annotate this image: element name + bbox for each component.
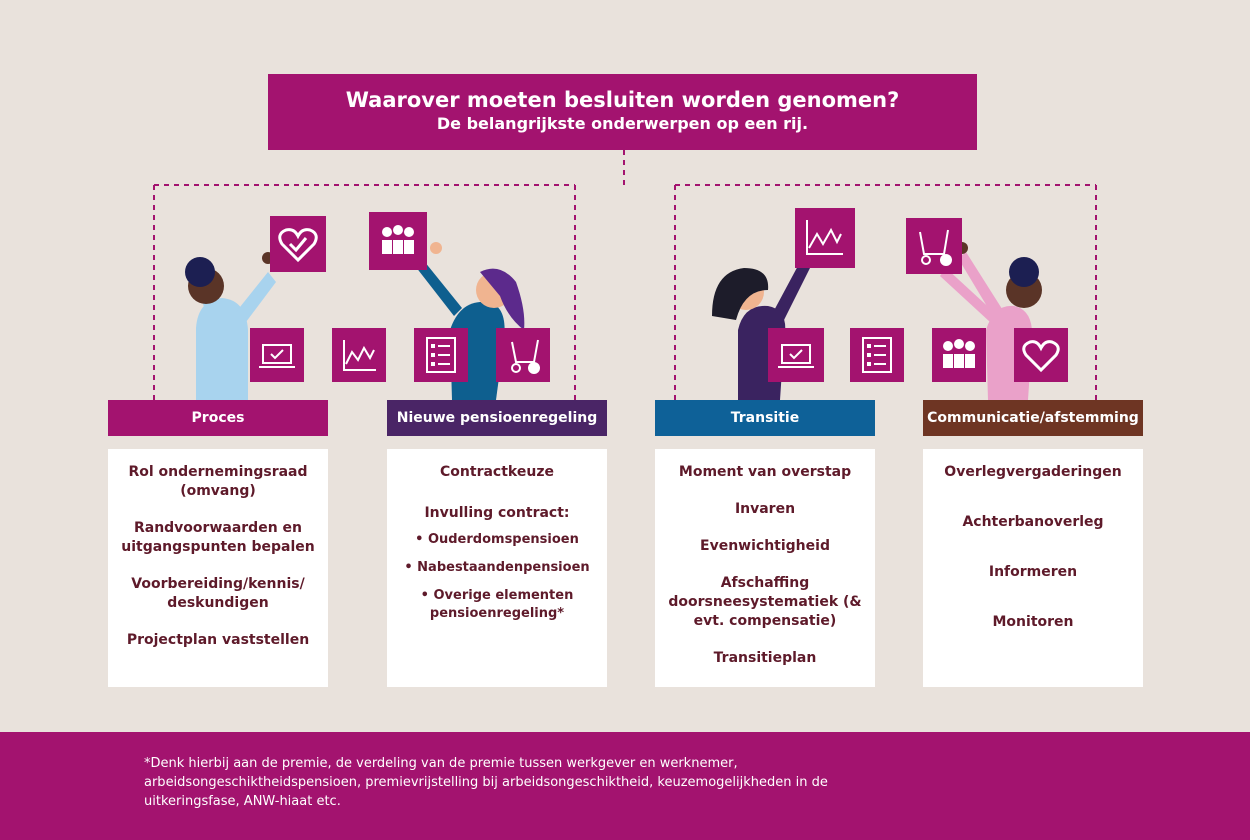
column-body-proces: Rol ondernemingsraad (omvang) Randvoorwa…: [108, 449, 328, 687]
list-item: Randvoorwaarden en uitgangspunten bepale…: [121, 520, 315, 555]
list-item: Achterbanoverleg: [962, 514, 1104, 530]
list-item: Projectplan vaststellen: [126, 632, 310, 648]
checklist-icon: [414, 328, 468, 382]
list-item: Contractkeuze: [440, 464, 554, 480]
group-icon: [932, 328, 986, 382]
list-item: Informeren: [988, 564, 1078, 580]
list-item: Voorbereiding/kennis/ deskundigen: [131, 576, 305, 611]
list-item: Overlegvergaderingen: [944, 464, 1122, 480]
list-item: Invulling contract:: [424, 505, 570, 521]
list-item: Transitieplan: [713, 650, 817, 666]
column-header-proces: Proces: [108, 400, 328, 436]
bullet-item: • Nabestaandenpensioen: [404, 560, 590, 575]
line-chart-icon: [332, 328, 386, 382]
list-item: Evenwichtigheid: [700, 538, 830, 554]
list-item: Moment van overstap: [678, 464, 852, 480]
title-banner: Waarover moeten besluiten worden genomen…: [268, 74, 977, 150]
column-body-nieuwe-pensioenregeling: Contractkeuze Invulling contract: • Oude…: [387, 449, 607, 687]
page-subtitle: De belangrijkste onderwerpen op een rij.: [436, 114, 809, 133]
page-title: Waarover moeten besluiten worden genomen…: [345, 88, 900, 112]
wheelchair-icon: [906, 218, 962, 274]
column-body-transitie: Moment van overstap Invaren Evenwichtigh…: [655, 449, 875, 687]
heart-icon: [270, 216, 326, 272]
column-header-transitie: Transitie: [655, 400, 875, 436]
column-header-nieuwe-pensioenregeling: Nieuwe pensioenregeling: [387, 400, 607, 436]
list-item: Invaren: [734, 501, 796, 517]
list-item: Rol ondernemingsraad (omvang): [128, 464, 308, 499]
list-item: Monitoren: [992, 614, 1074, 630]
column-header-communicatie: Communicatie/afstemming: [923, 400, 1143, 436]
footnote: *Denk hierbij aan de premie, de verdelin…: [144, 756, 828, 809]
footer-banner: *Denk hierbij aan de premie, de verdelin…: [0, 732, 1250, 840]
laptop-icon: [768, 328, 824, 382]
heart-icon: [1014, 328, 1068, 382]
bullet-item: • Overige elementen pensioenregeling*: [420, 588, 574, 621]
laptop-icon: [250, 328, 304, 382]
group-icon: [369, 212, 427, 270]
bullet-item: • Ouderdomspensioen: [415, 532, 579, 547]
person-illustration: [185, 252, 276, 400]
wheelchair-icon: [496, 328, 550, 382]
column-body-communicatie: Overlegvergaderingen Achterbanoverleg In…: [923, 449, 1143, 687]
line-chart-icon: [795, 208, 855, 268]
list-item: Afschaffing doorsneesystematiek (& evt. …: [668, 575, 862, 629]
checklist-icon: [850, 328, 904, 382]
